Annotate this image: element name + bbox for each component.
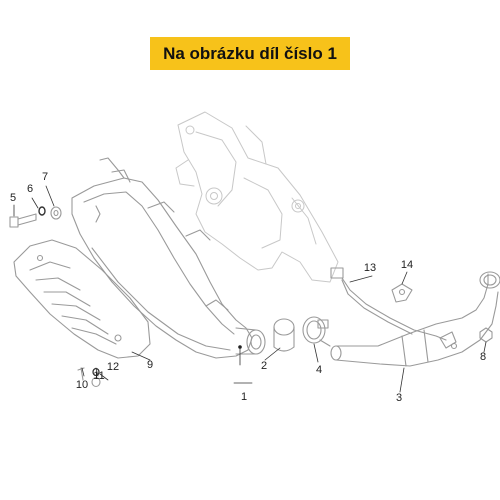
callout-2: 2 — [260, 360, 268, 372]
part-7-washer — [50, 206, 62, 220]
part-12-washer — [91, 376, 101, 388]
callout-6: 6 — [26, 183, 34, 195]
callout-3: 3 — [395, 392, 403, 404]
callout-1: 1 — [240, 391, 248, 403]
part-3-exhaust-pipe — [330, 271, 500, 367]
frame-outline — [175, 111, 339, 283]
part-4-clamp — [302, 316, 331, 347]
callout-4: 4 — [315, 364, 323, 376]
callout-8: 8 — [479, 351, 487, 363]
muffler-body — [71, 157, 253, 359]
part-14-clip — [391, 283, 413, 303]
part-6-spacer — [38, 206, 46, 216]
banner-text: Na obrázku díl číslo 1 — [163, 43, 337, 63]
part-number-banner: Na obrázku díl číslo 1 — [150, 37, 350, 70]
part-2-gasket — [273, 318, 295, 352]
callout-12: 12 — [106, 361, 120, 373]
part-10-screw — [77, 367, 85, 381]
callout-10: 10 — [75, 379, 89, 391]
leader-lines — [13, 185, 487, 393]
part-5-bolt — [9, 213, 37, 228]
callout-9: 9 — [146, 359, 154, 371]
heat-shield — [13, 239, 151, 359]
callout-13: 13 — [363, 262, 377, 274]
callout-7: 7 — [41, 171, 49, 183]
part-13-sensor — [330, 267, 458, 350]
callout-14: 14 — [400, 259, 414, 271]
callout-11: 11 — [93, 370, 105, 382]
muffler-outlet — [235, 327, 266, 355]
callout-5: 5 — [9, 192, 17, 204]
part-8-nut — [479, 327, 493, 343]
